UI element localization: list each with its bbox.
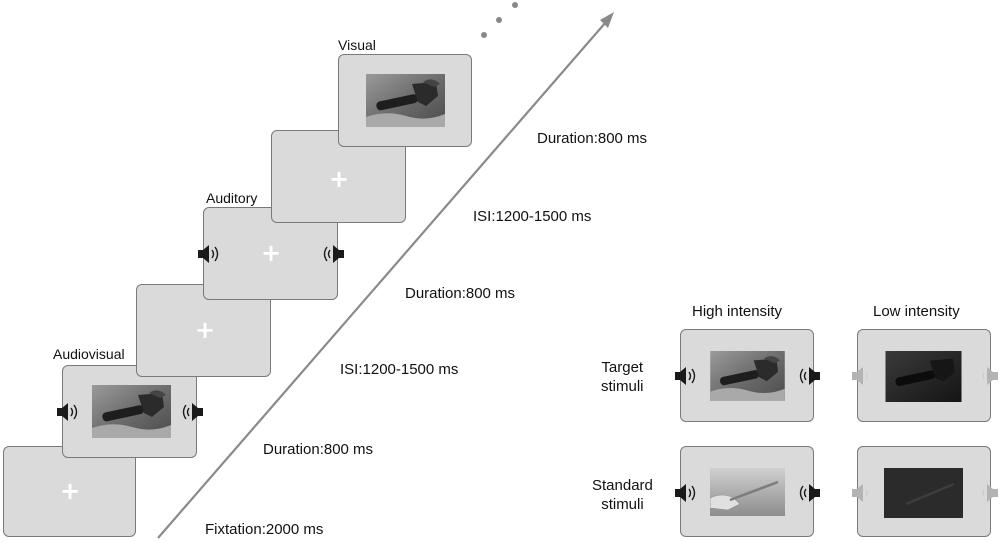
fixation-cross: + [261, 239, 282, 267]
speaker-right-icon [974, 367, 998, 390]
speaker-right-icon [974, 484, 998, 507]
target-high-screen [675, 329, 820, 422]
speaker-left-icon [852, 484, 876, 507]
speaker-left-icon [852, 367, 876, 390]
hammer-image [366, 74, 445, 127]
row-label-standard: Standard stimuli [592, 477, 653, 513]
column-header-high: High intensity [692, 303, 783, 320]
visual-label: Visual [338, 37, 376, 53]
speaker-left-icon [57, 403, 81, 426]
speaker-left-icon [198, 245, 222, 268]
ellipsis-dot [496, 17, 502, 23]
hammer-image [710, 351, 785, 401]
timeline-label: Duration:800 ms [405, 285, 516, 302]
hammer-image [92, 385, 171, 438]
speaker-left-icon [675, 484, 699, 507]
audiovisual-label: Audiovisual [53, 346, 125, 362]
timeline-label: Duration:800 ms [263, 441, 374, 458]
audiovisual-screen [57, 365, 203, 458]
speaker-right-icon [179, 403, 203, 426]
ellipsis-dot [512, 2, 518, 8]
fixation-cross: + [60, 477, 81, 505]
timeline-label: Duration:800 ms [537, 130, 648, 147]
fixation-cross: + [195, 316, 216, 344]
hammer-image-dim [885, 351, 962, 402]
column-header-low: Low intensity [873, 303, 960, 320]
fixation-cross: + [329, 165, 350, 193]
ellipsis-dot [481, 32, 487, 38]
speaker-right-icon [796, 367, 820, 390]
hand-image [710, 468, 785, 516]
hand-image-dim [884, 468, 963, 518]
fixation-screen: + [3, 446, 136, 537]
timeline-label: ISI:1200-1500 ms [473, 208, 592, 225]
auditory-label: Auditory [206, 190, 258, 206]
timeline-label: Fixtation:2000 ms [205, 521, 324, 538]
speaker-left-icon [675, 367, 699, 390]
standard-high-screen [675, 446, 820, 537]
row-label-target: Target stimuli [601, 359, 644, 395]
target-low-screen [852, 329, 998, 422]
standard-low-screen [852, 446, 998, 537]
timeline-label: ISI:1200-1500 ms [340, 361, 459, 378]
speaker-right-icon [796, 484, 820, 507]
visual-screen [338, 54, 472, 147]
speaker-right-icon [320, 245, 344, 268]
